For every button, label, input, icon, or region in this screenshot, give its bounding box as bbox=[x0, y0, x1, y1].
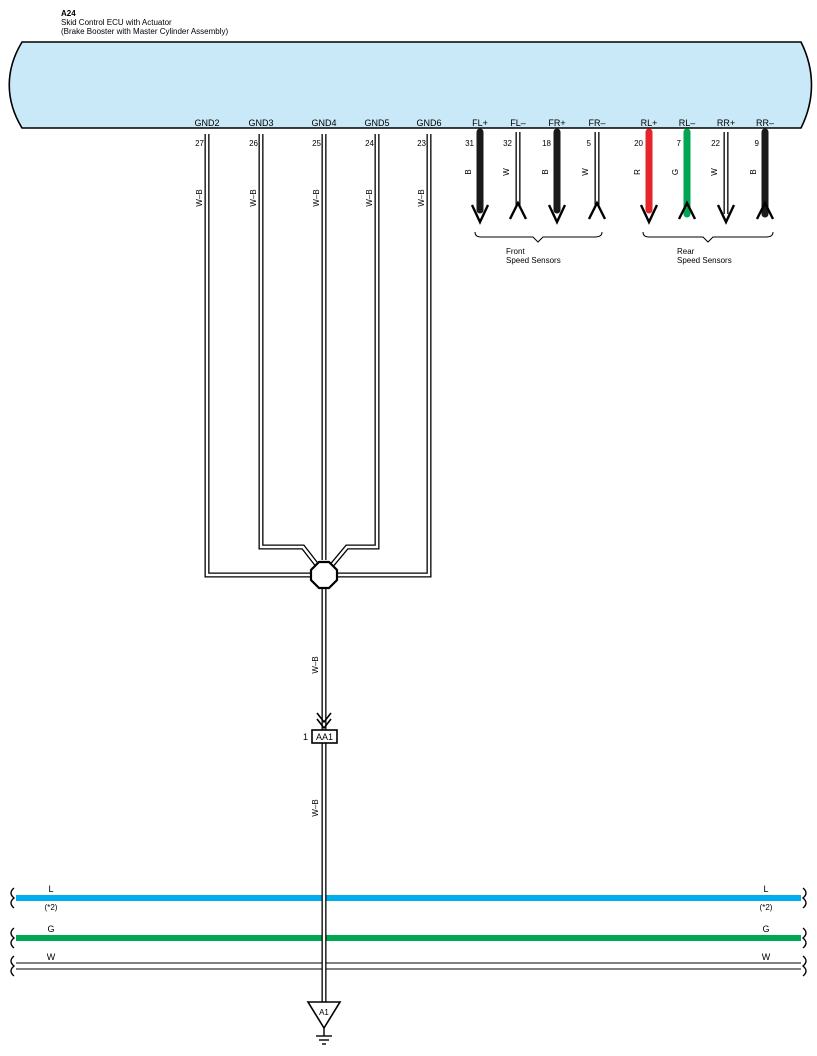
pin-label-gnd6: GND6 bbox=[416, 118, 441, 128]
wire-color-code: B bbox=[541, 169, 550, 174]
wire-color-code: W bbox=[502, 168, 511, 176]
pin-label-rr-plus: RR+ bbox=[717, 118, 735, 128]
pin-number: 26 bbox=[249, 139, 258, 148]
bus-label-right: L bbox=[763, 884, 768, 894]
pin-label-fl-minus: FL– bbox=[510, 118, 526, 128]
pin-number: 25 bbox=[312, 139, 321, 148]
component-subname: (Brake Booster with Master Cylinder Asse… bbox=[61, 27, 229, 36]
connector-chevron bbox=[316, 712, 332, 730]
pin-number: 27 bbox=[195, 139, 204, 148]
pin-label-fr-minus: FR– bbox=[588, 118, 605, 128]
ground-point-a1 bbox=[306, 1001, 342, 1030]
connector-aa1 bbox=[311, 729, 338, 744]
bus-label-right: W bbox=[762, 952, 771, 962]
pin-label-gnd3: GND3 bbox=[248, 118, 273, 128]
sensor-wire-fr-plus bbox=[547, 128, 567, 225]
pin-number: 9 bbox=[755, 139, 760, 148]
connector-pin-number: 1 bbox=[303, 732, 308, 742]
sensor-wire-rl-plus bbox=[639, 128, 659, 225]
pin-number: 5 bbox=[587, 139, 592, 148]
bus-label-left: W bbox=[47, 952, 56, 962]
pin-number: 7 bbox=[677, 139, 682, 148]
ground-point-label: A1 bbox=[319, 1008, 329, 1017]
sensor-wire-rr-plus bbox=[716, 132, 736, 225]
bus-line-w bbox=[10, 955, 807, 977]
arrow-down-icon bbox=[639, 204, 659, 225]
ground-wire-gnd3 bbox=[258, 134, 319, 567]
front-group-line1: Front bbox=[506, 247, 525, 256]
pin-number: 18 bbox=[542, 139, 551, 148]
pin-number: 24 bbox=[365, 139, 374, 148]
wire-color-code: W–B bbox=[417, 189, 426, 206]
break-mark-icon bbox=[10, 955, 16, 977]
wire-color-code: W–B bbox=[249, 189, 258, 206]
break-mark-icon bbox=[10, 927, 16, 949]
rear-group-line2: Speed Sensors bbox=[677, 256, 732, 265]
pin-label-gnd4: GND4 bbox=[311, 118, 336, 128]
sensor-wire-fl-minus bbox=[508, 132, 528, 220]
wire-color-code: W–B bbox=[195, 189, 204, 206]
pin-label-rl-plus: RL+ bbox=[641, 118, 658, 128]
sensor-wire-rr-minus bbox=[755, 128, 775, 220]
sensor-wire-fr-minus bbox=[587, 132, 607, 220]
trunk-wire-code-upper: W–B bbox=[311, 656, 320, 673]
break-mark-icon bbox=[801, 927, 807, 949]
bus-note-left: (*2) bbox=[45, 903, 58, 912]
wire-color-code: W–B bbox=[365, 189, 374, 206]
wire-color-code: B bbox=[749, 169, 758, 174]
arrow-down-icon bbox=[716, 204, 736, 225]
pin-number: 32 bbox=[503, 139, 512, 148]
sensor-wire-fl-plus bbox=[470, 128, 490, 225]
wire-color-code: G bbox=[671, 169, 680, 175]
pin-number: 22 bbox=[711, 139, 720, 148]
bus-label-left: L bbox=[48, 884, 53, 894]
break-mark-icon bbox=[801, 887, 807, 909]
front-group-line2: Speed Sensors bbox=[506, 256, 561, 265]
bus-line-g bbox=[10, 927, 807, 949]
wire-color-code: W bbox=[581, 168, 590, 176]
wire-color-code: W–B bbox=[312, 189, 321, 206]
pin-label-rr-minus: RR– bbox=[756, 118, 774, 128]
component-id: A24 bbox=[61, 9, 76, 18]
break-mark-icon bbox=[801, 955, 807, 977]
rear-group-line1: Rear bbox=[677, 247, 695, 256]
arrow-up-icon bbox=[508, 200, 528, 220]
component-name: Skid Control ECU with Actuator bbox=[61, 18, 172, 27]
pin-number: 23 bbox=[417, 139, 426, 148]
arrow-up-icon bbox=[677, 200, 697, 220]
arrow-down-icon bbox=[547, 204, 567, 225]
bus-label-left: G bbox=[47, 924, 54, 934]
wire-color-code: W bbox=[710, 168, 719, 176]
pin-label-fr-plus: FR+ bbox=[548, 118, 565, 128]
ecu-body bbox=[8, 41, 813, 129]
sensor-wire-rl-minus bbox=[677, 128, 697, 220]
bus-line-l bbox=[10, 887, 807, 909]
arrow-up-icon bbox=[755, 200, 775, 220]
rear-sensors-brace bbox=[642, 231, 774, 243]
wire-color-code: R bbox=[633, 169, 642, 175]
break-mark-icon bbox=[10, 887, 16, 909]
pin-number: 31 bbox=[465, 139, 474, 148]
ground-wire-gnd6 bbox=[334, 134, 432, 578]
pin-label-rl-minus: RL– bbox=[679, 118, 696, 128]
pin-label-gnd2: GND2 bbox=[194, 118, 219, 128]
arrow-down-icon bbox=[470, 204, 490, 225]
trunk-wire-code-lower: W–B bbox=[311, 799, 320, 816]
ground-splice-point bbox=[309, 560, 339, 590]
pin-number: 20 bbox=[634, 139, 643, 148]
bus-label-right: G bbox=[762, 924, 769, 934]
pin-label-fl-plus: FL+ bbox=[472, 118, 488, 128]
wire-color-code: B bbox=[464, 169, 473, 174]
connector-aa1-label: AA1 bbox=[316, 732, 333, 742]
pin-label-gnd5: GND5 bbox=[364, 118, 389, 128]
bus-note-right: (*2) bbox=[760, 903, 773, 912]
earth-ground-icon bbox=[316, 1028, 332, 1045]
arrow-up-icon bbox=[587, 200, 607, 220]
front-sensors-brace bbox=[474, 231, 603, 243]
